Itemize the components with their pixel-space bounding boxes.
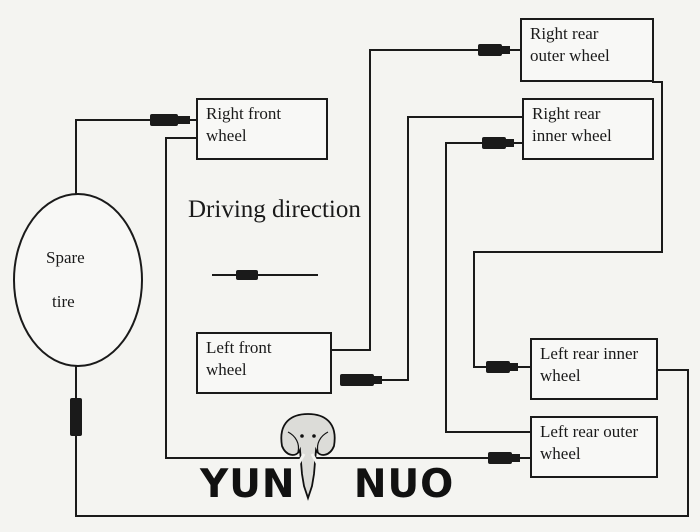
spare-tire-label-line2: tire: [52, 292, 75, 311]
direction-arrow-head: [236, 270, 258, 280]
connector-left-rear-inner: [486, 361, 510, 373]
left-rear-outer-line2: wheel: [540, 444, 581, 463]
right-rear-outer-wheel-box: Right rear outer wheel: [520, 18, 654, 82]
right-rear-inner-wheel-box: Right rear inner wheel: [522, 98, 654, 160]
left-rear-inner-line1: Left rear inner: [540, 344, 639, 363]
wiring-lines: [75, 49, 689, 517]
left-rear-inner-line2: wheel: [540, 366, 581, 385]
spare-tire-label-line1: Spare: [46, 248, 85, 267]
left-front-wheel-line1: Left front: [206, 338, 272, 357]
right-rear-outer-line1: Right rear: [530, 24, 599, 43]
elephant-icon: [280, 413, 336, 501]
left-front-wheel-box: Left front wheel: [196, 332, 332, 394]
spare-tire-shape: [13, 193, 143, 367]
connector-left-rear-outer: [488, 452, 512, 464]
right-rear-outer-line2: outer wheel: [530, 46, 610, 65]
left-rear-inner-wheel-box: Left rear inner wheel: [530, 338, 658, 400]
right-front-wheel-line1: Right front: [206, 104, 282, 123]
right-rear-inner-line2: inner wheel: [532, 126, 612, 145]
right-front-wheel-box: Right front wheel: [196, 98, 328, 160]
connector-right-front: [150, 114, 178, 126]
connector-left-front: [340, 374, 374, 386]
brand-logo-text: YUN NUO: [200, 462, 455, 507]
right-front-wheel-line2: wheel: [206, 126, 247, 145]
sensor-connectors: [70, 44, 520, 464]
left-rear-outer-wheel-box: Left rear outer wheel: [530, 416, 658, 478]
left-rear-outer-line1: Left rear outer: [540, 422, 639, 441]
connector-spare-tire: [70, 398, 82, 436]
connector-right-rear-inner: [482, 137, 506, 149]
left-front-wheel-line2: wheel: [206, 360, 247, 379]
connector-right-rear-outer: [478, 44, 502, 56]
right-rear-inner-line1: Right rear: [532, 104, 601, 123]
driving-direction-label: Driving direction: [188, 196, 361, 223]
